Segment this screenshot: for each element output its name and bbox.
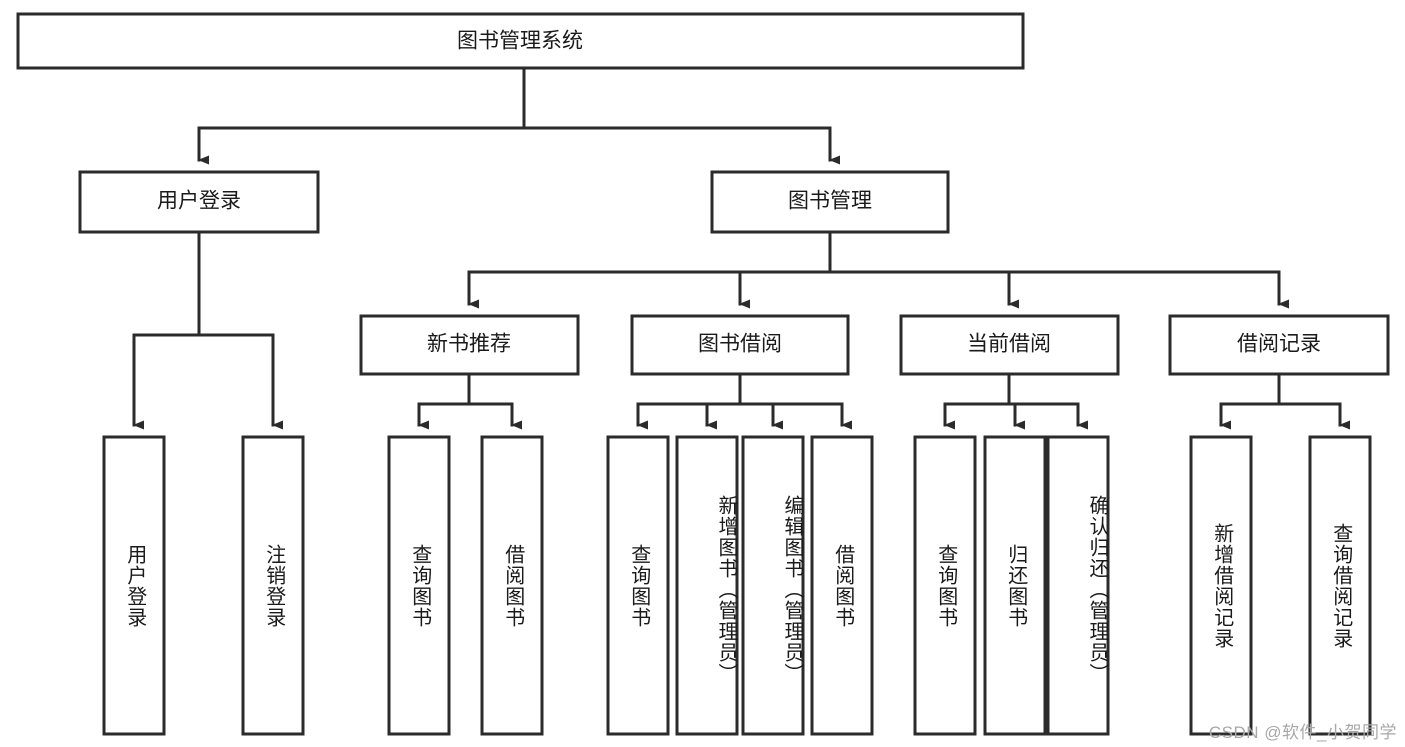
node-user-login-box[interactable] bbox=[78, 170, 320, 234]
node-current-borrow-label: 当前借阅 bbox=[967, 333, 1051, 356]
leaf-borrow-book-2-box[interactable] bbox=[810, 435, 874, 736]
leaf-borrow-book-1-box[interactable] bbox=[480, 435, 544, 736]
node-user-login-label: 用户登录 bbox=[157, 190, 241, 213]
leaf-layer bbox=[102, 435, 1372, 736]
node-book-borrow-label: 图书借阅 bbox=[698, 333, 782, 356]
leaf-user-login-box[interactable] bbox=[102, 435, 166, 736]
node-book-manage[interactable]: 图书管理 bbox=[710, 170, 950, 234]
leaf-query-book-2-box[interactable] bbox=[606, 435, 670, 736]
node-new-book-recommend-label: 新书推荐 bbox=[427, 333, 511, 356]
node-root-label: 图书管理系统 bbox=[457, 30, 583, 53]
node-current-borrow-box[interactable] bbox=[899, 314, 1120, 376]
leaf-add-record-box[interactable] bbox=[1189, 435, 1253, 736]
node-user-login[interactable]: 用户登录 bbox=[78, 170, 320, 234]
watermark-text: CSDN @软件_小贺同学 bbox=[1208, 723, 1397, 742]
connector-layer bbox=[132, 66, 1350, 430]
node-book-manage-box[interactable] bbox=[710, 170, 950, 234]
leaf-edit-book-box[interactable] bbox=[741, 435, 805, 736]
node-current-borrow[interactable]: 当前借阅 bbox=[899, 314, 1120, 376]
leaf-query-book-3-box[interactable] bbox=[913, 435, 977, 736]
leaf-return-book-box[interactable] bbox=[983, 435, 1047, 736]
node-book-borrow-box[interactable] bbox=[630, 314, 850, 376]
node-borrow-record-label: 借阅记录 bbox=[1237, 333, 1321, 356]
node-root-box[interactable] bbox=[16, 12, 1025, 70]
leaf-add-book-box[interactable] bbox=[675, 435, 739, 736]
node-layer: 图书管理系统 用户登录 图书管理 新书推荐 图书借阅 当前 bbox=[16, 12, 1390, 736]
node-borrow-record[interactable]: 借阅记录 bbox=[1168, 314, 1390, 376]
leaf-confirm-return-box[interactable] bbox=[1046, 435, 1110, 736]
node-new-book-recommend[interactable]: 新书推荐 bbox=[359, 314, 580, 376]
node-root[interactable]: 图书管理系统 bbox=[16, 12, 1025, 70]
leaf-query-book-1-box[interactable] bbox=[387, 435, 451, 736]
leaf-query-record-box[interactable] bbox=[1308, 435, 1372, 736]
node-book-borrow[interactable]: 图书借阅 bbox=[630, 314, 850, 376]
node-new-book-recommend-box[interactable] bbox=[359, 314, 580, 376]
node-borrow-record-box[interactable] bbox=[1168, 314, 1390, 376]
node-book-manage-label: 图书管理 bbox=[788, 190, 872, 213]
leaf-logout-box[interactable] bbox=[241, 435, 305, 736]
